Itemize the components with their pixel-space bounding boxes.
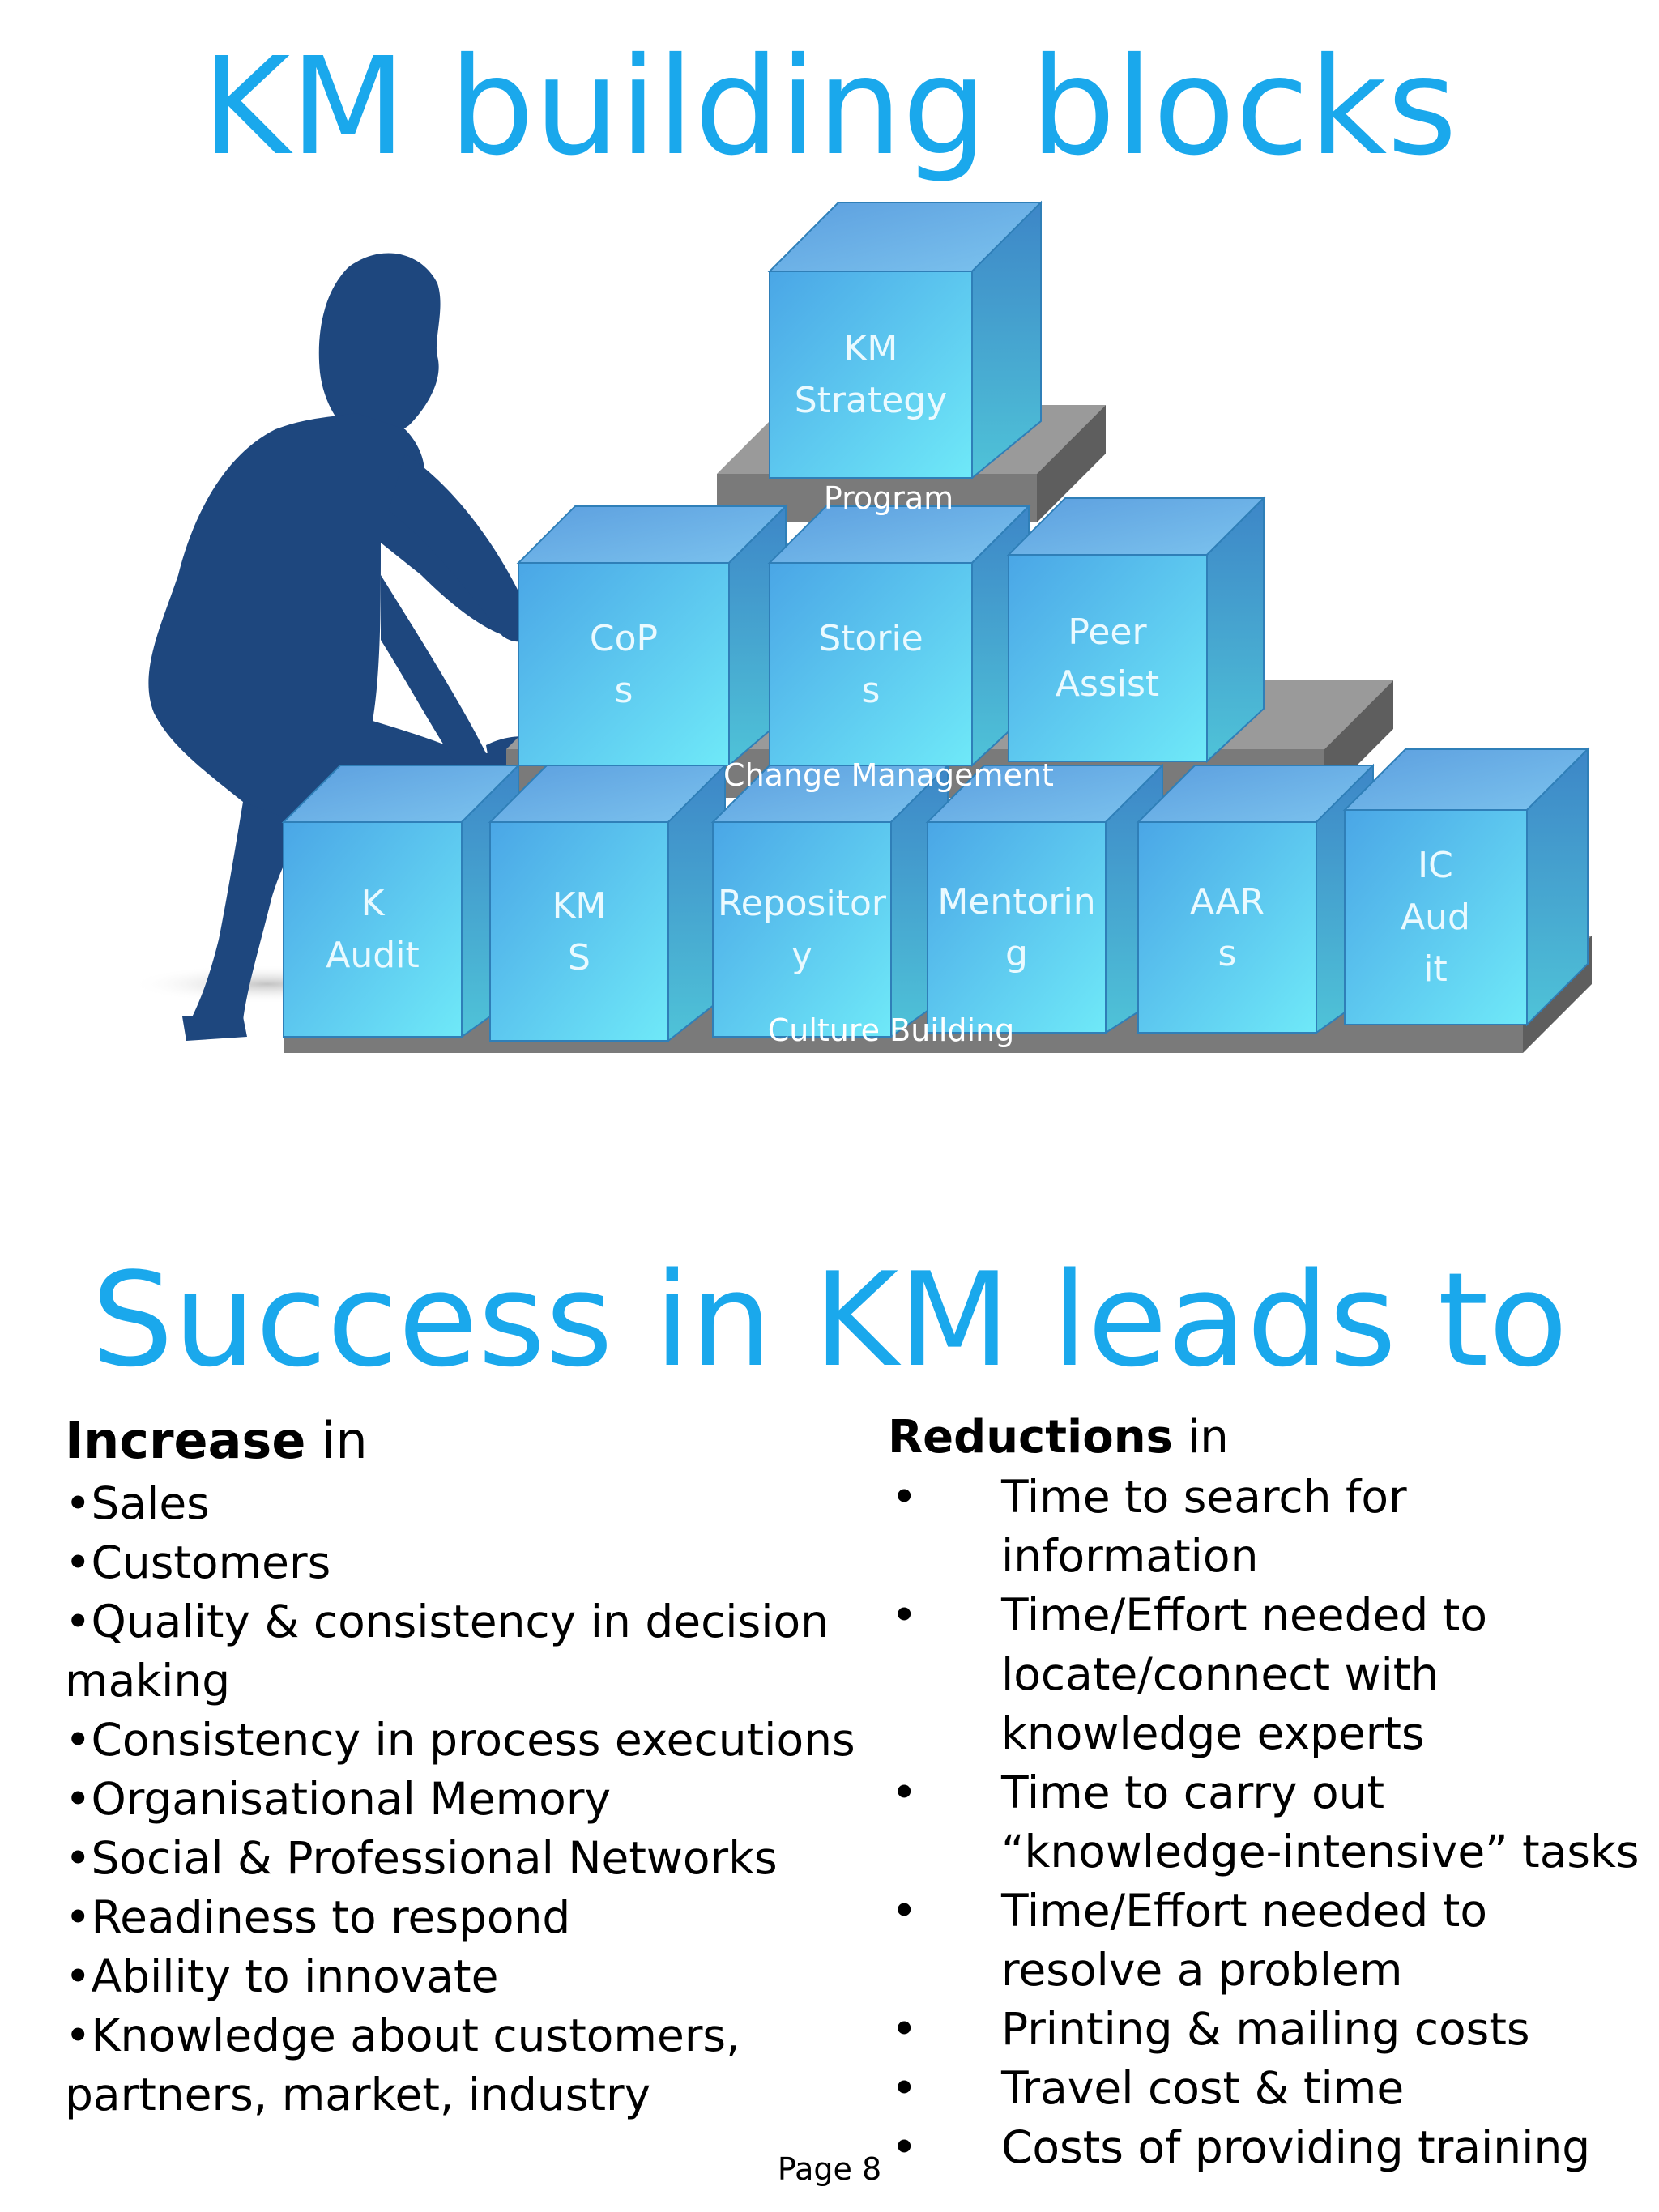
increase-item: •Readiness to respond [65, 1891, 571, 1943]
reductions-item: • Time to carry out “knowledge-intensive”… [888, 1763, 1641, 1882]
change-management-slab-label: Change Management [723, 757, 1054, 793]
increase-item: •Knowledge about customers, partners, ma… [65, 2010, 740, 2120]
reductions-item-text: Costs of providing training [1001, 2121, 1591, 2173]
reductions-heading: Reductions in [888, 1409, 1641, 1466]
reductions-item-text: Printing & mailing costs [1001, 2003, 1530, 2055]
section-title: Success in KM leads to [91, 1244, 1568, 1396]
bullet-icon: • [891, 1471, 918, 1523]
cube-peer-assist [1006, 496, 1266, 764]
cube-ic-audit [1342, 747, 1590, 1027]
reductions-item-text: Time to search for information [1001, 1471, 1407, 1582]
cube-kms [488, 763, 727, 1043]
reductions-item-text: Travel cost & time [1001, 2062, 1405, 2114]
reductions-item-text: Time/Effort needed to locate/connect wit… [1001, 1589, 1487, 1759]
reductions-item: • Printing & mailing costs [888, 2000, 1641, 2059]
reductions-item-text: Time to carry out “knowledge-intensive” … [1001, 1767, 1640, 1877]
reductions-item: • Travel cost & time [888, 2059, 1641, 2118]
increase-item: •Ability to innovate [65, 1950, 499, 2002]
reductions-heading-bold: Reductions [888, 1411, 1173, 1464]
bullet-icon: • [891, 2003, 918, 2055]
increase-column: Increase in •Sales •Customers •Quality & c… [65, 1409, 875, 2125]
culture-building-slab-label: Culture Building [768, 1012, 1015, 1048]
cube-km-strategy [767, 200, 1043, 480]
reductions-item-text: Time/Effort needed to resolve a problem [1001, 1885, 1487, 1996]
km-building-blocks-illustration: Program Change Management Culture Buildi… [130, 200, 1592, 1053]
reductions-column: Reductions in • Time to search for inform… [888, 1409, 1641, 2177]
increase-heading: Increase in [65, 1409, 875, 1473]
bullet-icon: • [891, 2062, 918, 2114]
increase-item: •Sales [65, 1477, 210, 1529]
increase-list: •Sales •Customers •Quality & consistency i… [65, 1474, 875, 2125]
cube-k-audit [281, 763, 521, 1038]
increase-heading-rest: in [305, 1411, 368, 1470]
page-number: Page 8 [777, 2151, 882, 2187]
reductions-item: • Time/Effort needed to locate/connect wi… [888, 1586, 1641, 1763]
bullet-icon: • [891, 1767, 918, 1818]
increase-item: •Organisational Memory [65, 1773, 611, 1825]
page-title: KM building blocks [202, 29, 1457, 185]
reductions-item: • Costs of providing training [888, 2118, 1641, 2177]
bullet-icon: • [891, 2121, 918, 2173]
bullet-icon: • [891, 1589, 918, 1641]
reductions-heading-rest: in [1172, 1411, 1229, 1464]
increase-item: •Social & Professional Networks [65, 1832, 778, 1884]
program-slab-label: Program [824, 480, 953, 516]
reductions-list: • Time to search for information • Time/Eff… [888, 1468, 1641, 2177]
increase-item: •Quality & consistency in decision makin… [65, 1596, 830, 1707]
bullet-icon: • [891, 1885, 918, 1937]
increase-item: •Consistency in process executions [65, 1714, 855, 1766]
increase-item: •Customers [65, 1536, 331, 1588]
reductions-item: • Time/Effort needed to resolve a problem [888, 1882, 1641, 2000]
cube-repository [710, 763, 950, 1038]
increase-heading-bold: Increase [65, 1411, 306, 1470]
reductions-item: • Time to search for information [888, 1468, 1641, 1586]
